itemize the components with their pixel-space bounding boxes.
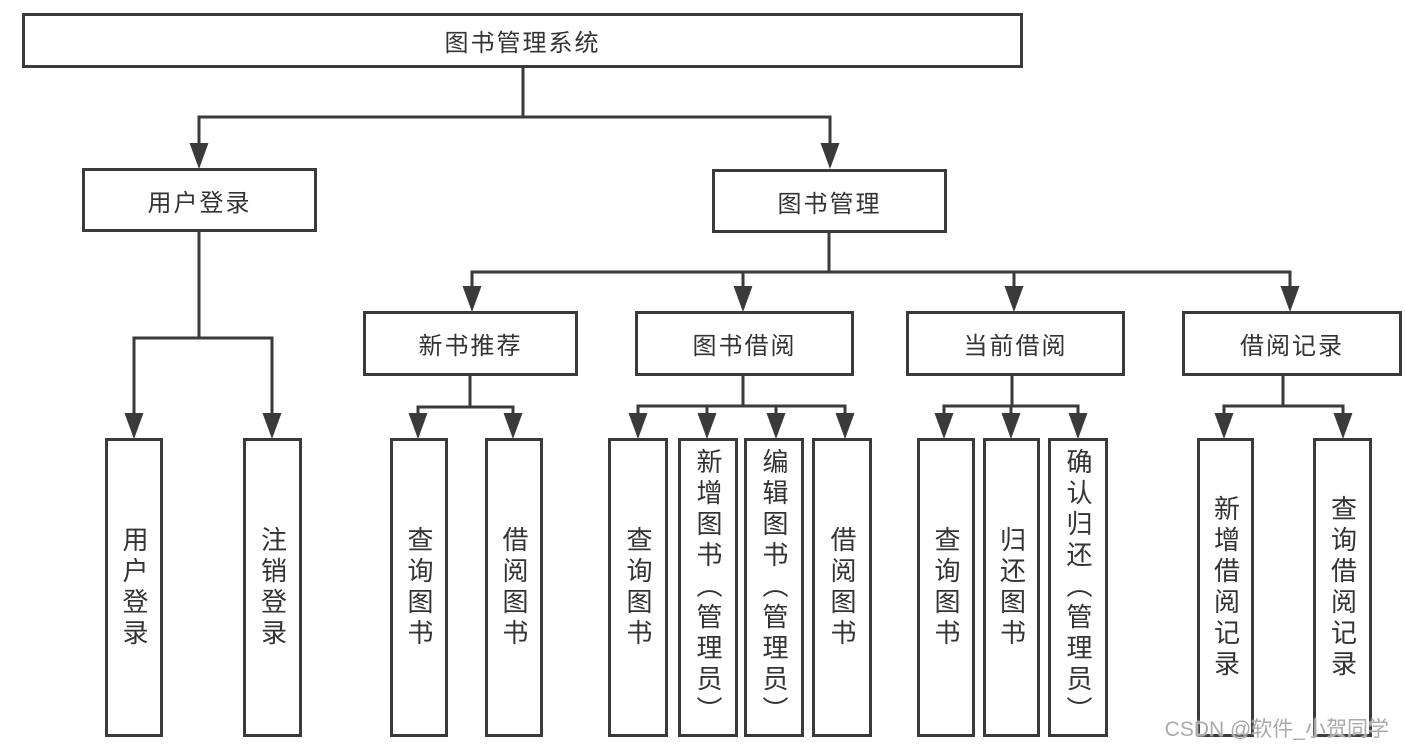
leaf-borrowing-add-books-admin-label: 新增图书（管理员） xyxy=(693,448,723,727)
leaf-logout-label: 注销登录 xyxy=(257,525,288,650)
leaf-current-confirm-return-admin: 确认归还（管理员） xyxy=(1048,438,1108,737)
node-book-borrowing-label: 图书借阅 xyxy=(692,333,797,360)
leaf-borrowing-borrow-books-label: 借阅图书 xyxy=(827,525,857,650)
leaf-borrowing-edit-books-admin: 编辑图书（管理员） xyxy=(744,438,804,737)
connector-userlogin-to-leaves xyxy=(124,232,282,439)
node-book-management-label: 图书管理 xyxy=(777,190,882,218)
leaf-borrowing-borrow-books: 借阅图书 xyxy=(812,438,872,737)
node-borrowing-records: 借阅记录 xyxy=(1182,311,1402,376)
leaf-current-return-books-label: 归还图书 xyxy=(996,525,1027,650)
connector-currentborrow-to-leaves xyxy=(934,376,1088,439)
node-user-login: 用户登录 xyxy=(82,168,317,232)
node-current-borrowing: 当前借阅 xyxy=(906,311,1125,376)
connector-newbooks-to-leaves xyxy=(408,376,523,439)
leaf-current-query-books-label: 查询图书 xyxy=(931,525,961,650)
leaf-records-query-record-label: 查询借阅记录 xyxy=(1327,494,1358,681)
leaf-newbooks-query-books: 查询图书 xyxy=(390,438,448,737)
leaf-records-add-record: 新增借阅记录 xyxy=(1197,438,1254,737)
leaf-records-add-record-label: 新增借阅记录 xyxy=(1210,494,1241,681)
leaf-newbooks-borrow-books-label: 借阅图书 xyxy=(499,525,529,650)
leaf-current-confirm-return-admin-label: 确认归还（管理员） xyxy=(1063,448,1093,727)
leaf-borrowing-add-books-admin: 新增图书（管理员） xyxy=(678,438,738,737)
node-library-management-system: 图书管理系统 xyxy=(22,13,1023,68)
leaf-user-login: 用户登录 xyxy=(105,438,163,737)
leaf-newbooks-query-books-label: 查询图书 xyxy=(404,525,434,650)
node-book-borrowing: 图书借阅 xyxy=(635,311,854,376)
leaf-records-query-record: 查询借阅记录 xyxy=(1313,438,1372,737)
csdn-watermark: CSDN @软件_小贺同学 xyxy=(1164,718,1389,741)
node-new-book-recommendation-label: 新书推荐 xyxy=(418,333,523,360)
node-book-management: 图书管理 xyxy=(712,169,947,233)
connector-records-to-leaves xyxy=(1214,376,1353,439)
leaf-logout: 注销登录 xyxy=(243,438,302,737)
leaf-borrowing-edit-books-admin-label: 编辑图书（管理员） xyxy=(759,448,789,727)
leaf-borrowing-query-books: 查询图书 xyxy=(608,438,668,737)
node-library-management-system-label: 图书管理系统 xyxy=(444,30,601,57)
connector-root-to-level2 xyxy=(189,68,840,169)
node-new-book-recommendation: 新书推荐 xyxy=(363,311,578,376)
node-current-borrowing-label: 当前借阅 xyxy=(963,333,1068,360)
node-user-login-label: 用户登录 xyxy=(147,189,252,217)
leaf-current-return-books: 归还图书 xyxy=(983,438,1040,737)
connector-bookborrow-to-leaves xyxy=(628,376,855,439)
leaf-borrowing-query-books-label: 查询图书 xyxy=(623,525,653,650)
leaf-newbooks-borrow-books: 借阅图书 xyxy=(485,438,543,737)
leaf-current-query-books: 查询图书 xyxy=(917,438,975,737)
node-borrowing-records-label: 借阅记录 xyxy=(1240,333,1344,360)
connector-bookmgmt-to-level3 xyxy=(462,233,1300,312)
leaf-user-login-label: 用户登录 xyxy=(119,525,149,650)
